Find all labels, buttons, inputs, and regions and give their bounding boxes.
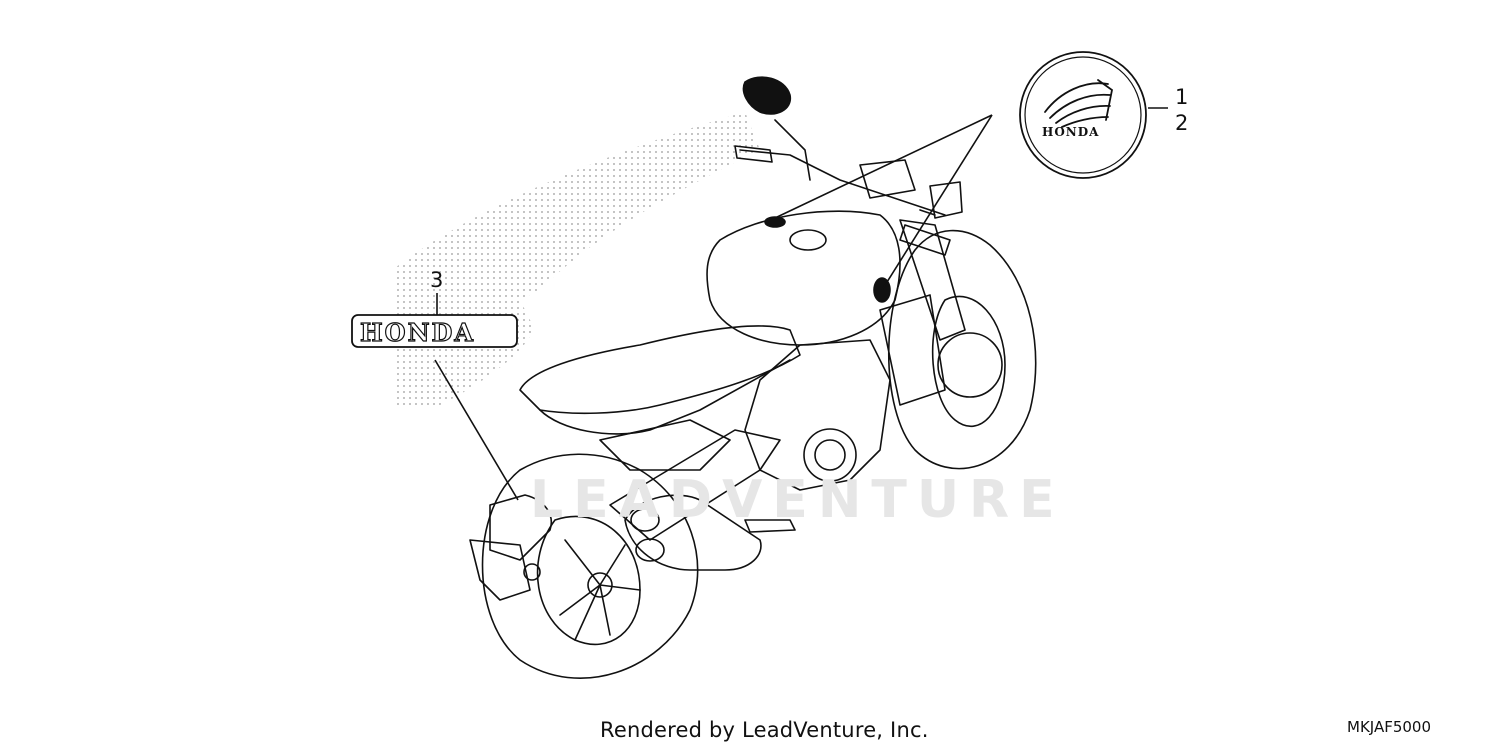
subframe (599, 419, 731, 471)
fuel-tank (706, 210, 901, 346)
exhaust-tip-1 (630, 508, 660, 532)
seat-side (539, 359, 791, 435)
radiator (879, 294, 946, 406)
left-mirror (742, 76, 791, 115)
footpeg (744, 519, 796, 533)
fuel-cap (789, 229, 827, 251)
leadventure-watermark: LEADVENTURE (530, 470, 1065, 530)
left-grip (734, 145, 773, 163)
stipple-shadow (395, 112, 760, 405)
swingarm (609, 429, 781, 541)
callout-number-2: 2 (1175, 111, 1189, 135)
dashboard (859, 159, 916, 199)
front-rim (931, 295, 1006, 427)
emblem-honda-text: HONDA (1042, 125, 1100, 139)
right-mirror-stem (919, 209, 936, 216)
front-disc (937, 332, 1003, 398)
wing-logo-icon (1044, 79, 1113, 128)
rear-tire (481, 453, 699, 679)
leader-lines (434, 107, 1168, 501)
engine-cover-inner (814, 439, 846, 471)
rear-reflector (523, 563, 541, 581)
motorcycle-drawing (469, 76, 1037, 679)
license-bracket (469, 539, 531, 601)
engine (744, 339, 891, 491)
honda-badge-plate (351, 314, 518, 348)
wing-emblem (1019, 51, 1147, 179)
left-mirror-stem (774, 119, 811, 181)
exhaust (624, 494, 762, 571)
right-grip (899, 224, 951, 256)
leader-1-left (774, 114, 993, 219)
callout-number-3: 3 (430, 268, 444, 292)
leader-3 (434, 359, 519, 501)
tail-unit (489, 494, 552, 561)
rear-hub (587, 572, 613, 598)
footer-credit: Rendered by LeadVenture, Inc. (600, 718, 929, 742)
callout-number-1: 1 (1175, 85, 1189, 109)
badge-honda-text: HONDA (359, 317, 475, 347)
tank-emblem-mark-left (764, 216, 786, 228)
seat (519, 325, 801, 415)
diagram-code: MKJAF5000 (1347, 718, 1432, 736)
handlebar (739, 149, 946, 216)
front-tire (888, 229, 1037, 470)
engine-cover (803, 428, 857, 482)
rear-spokes (559, 539, 641, 641)
rear-rim (536, 515, 641, 646)
front-fork (899, 219, 966, 341)
leader-1-right (881, 114, 993, 291)
